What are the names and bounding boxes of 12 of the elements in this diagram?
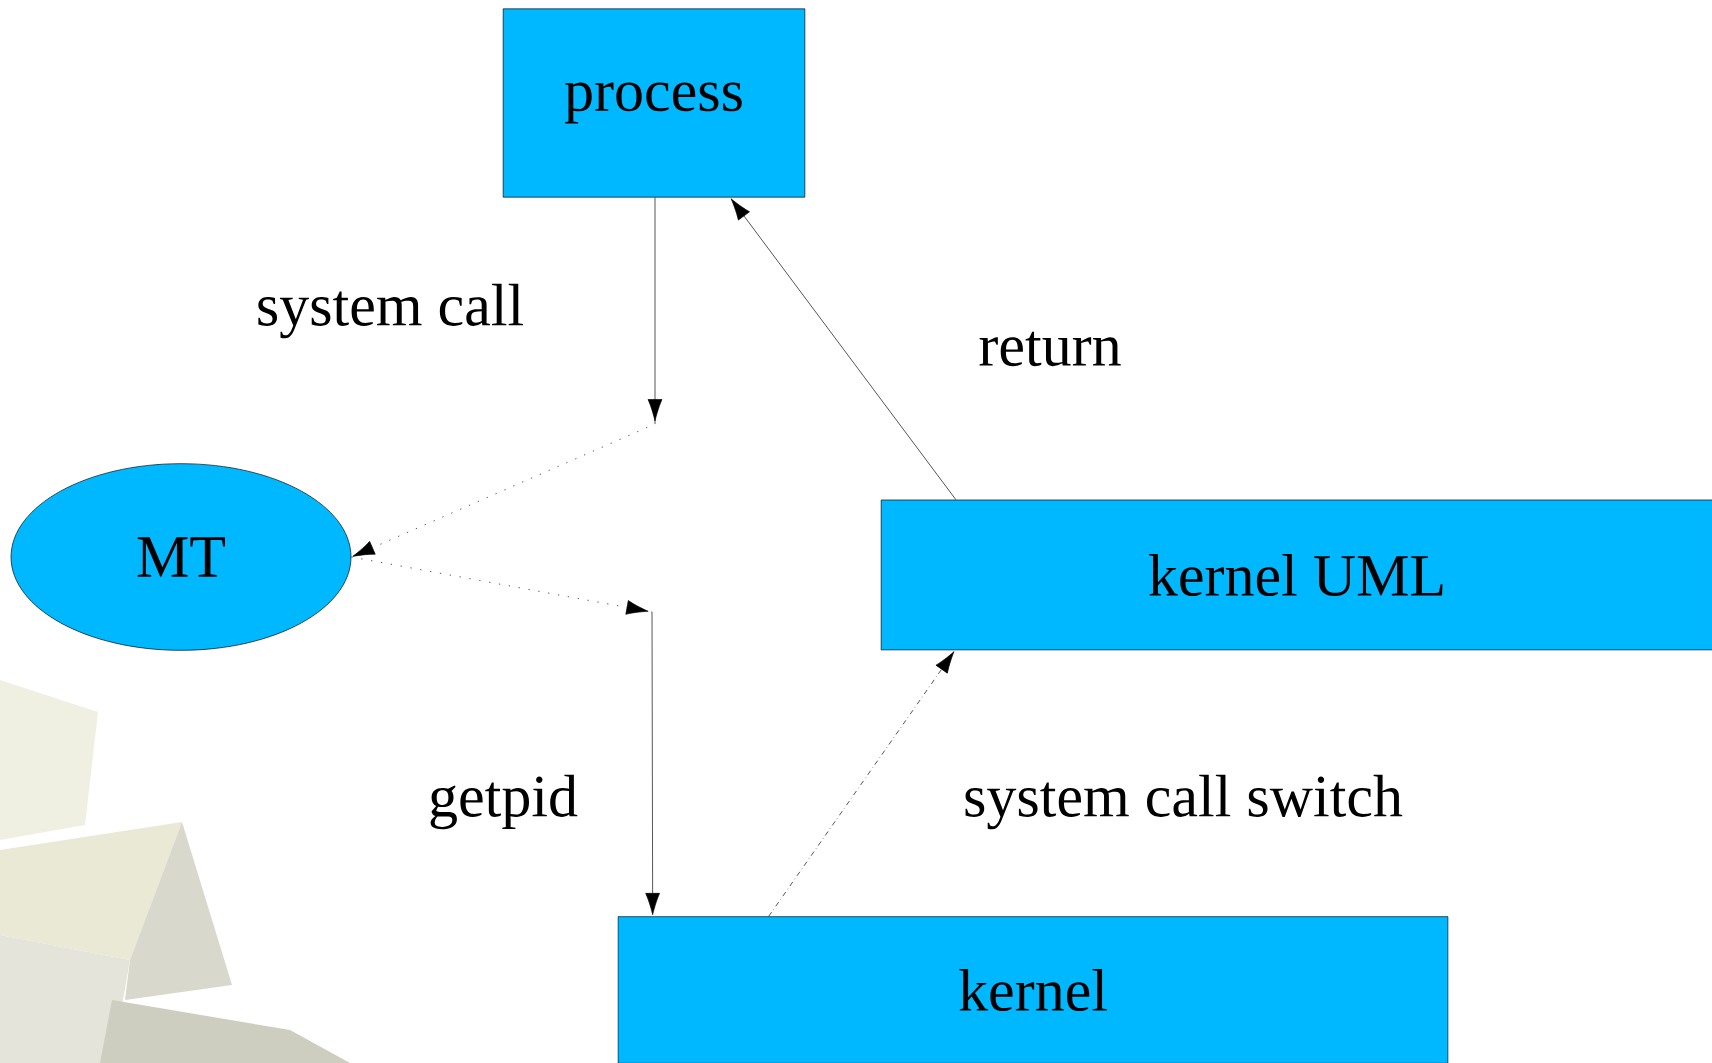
arrow	[352, 197, 663, 557]
edge-label: system call switch	[965, 774, 1403, 830]
ellipse-node: MT	[10, 463, 352, 651]
edge-label: system call	[258, 283, 523, 339]
arrow	[351, 556, 660, 916]
edge-label: return	[979, 331, 1121, 367]
process-box: kernel	[617, 916, 1449, 1063]
process-box: process	[502, 8, 806, 198]
arrow	[730, 198, 957, 500]
process-box: kernel UML	[880, 499, 1712, 651]
arrow	[768, 651, 955, 917]
edge-label: getpid	[430, 774, 578, 830]
